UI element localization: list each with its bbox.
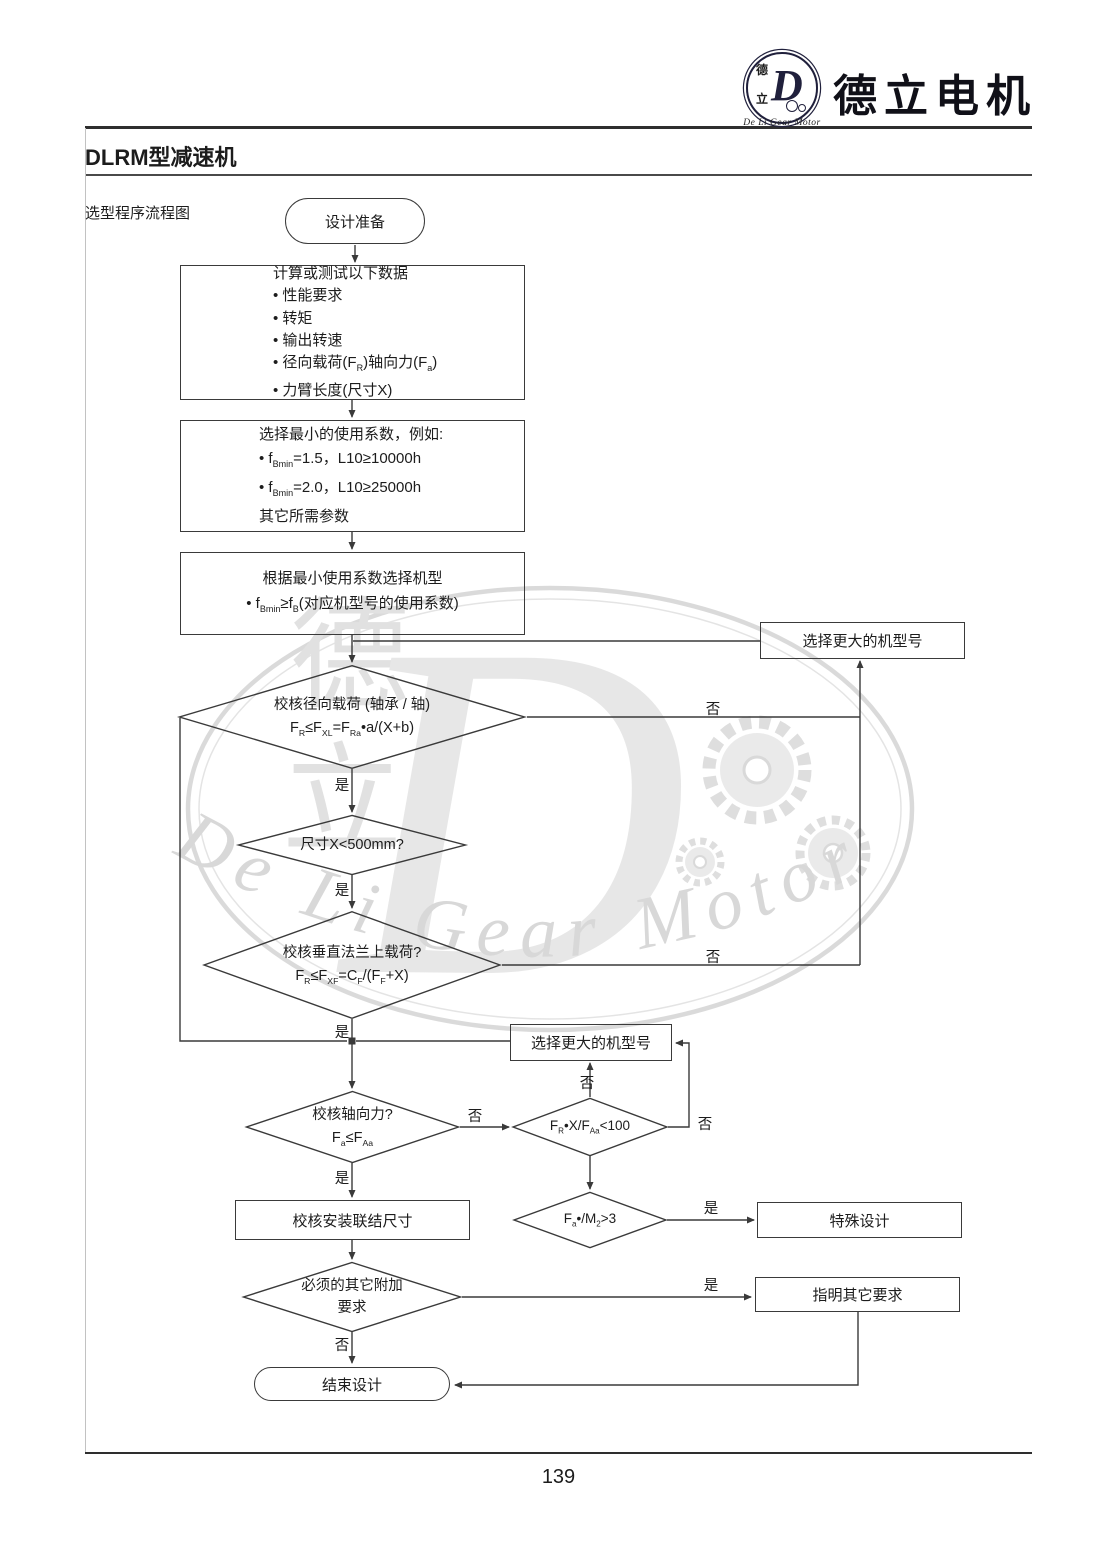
end-label: 结束设计	[321, 1376, 382, 1394]
label-no-ratio-up: 否	[579, 1076, 595, 1092]
diamond-line: Fa≤FAa	[331, 1129, 374, 1148]
box-line: • 转矩	[273, 309, 313, 327]
label-yes-moment: 是	[703, 1201, 719, 1217]
start-label: 设计准备	[324, 213, 385, 231]
left-margin-line	[85, 128, 86, 1452]
brand-logo: 德 立 D	[746, 52, 818, 124]
box-line: 选择最小的使用系数，例如:	[259, 426, 444, 443]
box-line: 特殊设计	[829, 1212, 890, 1230]
footer-rule	[85, 1452, 1032, 1454]
box-line: 选择更大的机型号	[802, 633, 923, 650]
data-requirements-box: 计算或测试以下数据 • 性能要求 • 转矩 • 输出转速 • 径向载荷(FR)轴…	[180, 265, 525, 400]
box-line: • 力臂长度(尺寸X)	[273, 381, 393, 399]
diamond-line: 要求	[337, 1300, 367, 1316]
label-yes-flange: 是	[334, 1025, 350, 1041]
model-selection-box: 根据最小使用系数选择机型 • fBmin≥fB(对应机型号的使用系数)	[180, 552, 525, 635]
diamond-line: 校核径向载荷 (轴承 / 轴)	[273, 697, 431, 714]
watermark-gear-small	[675, 837, 725, 887]
diamond-line: 尺寸X<500mm?	[300, 836, 404, 853]
label-no-ratio-side: 否	[697, 1117, 713, 1133]
box-line: 选择更大的机型号	[530, 1035, 651, 1052]
page-title: DLRM型减速机	[85, 145, 237, 170]
page-number: 139	[541, 1466, 576, 1488]
box-line: • 径向载荷(FR)轴向力(Fa)	[273, 354, 438, 374]
start-node: 设计准备	[285, 198, 425, 244]
diamond-line: FR≤FXF=CF/(FF+X)	[295, 967, 409, 986]
title-rule	[85, 174, 1032, 176]
box-line: • fBmin≥fB(对应机型号的使用系数)	[246, 594, 459, 614]
other-requirements-diamond: 必须的其它附加 要求	[242, 1262, 462, 1332]
flange-load-diamond: 校核垂直法兰上载荷? FR≤FXF=CF/(FF+X)	[202, 911, 502, 1019]
label-no-other: 否	[334, 1338, 350, 1354]
axial-force-diamond: 校核轴向力? Fa≤FAa	[245, 1091, 460, 1163]
box-line: • 输出转速	[273, 332, 343, 349]
section-label: 选型程序流程图	[85, 205, 191, 222]
specify-requirements-box: 指明其它要求	[755, 1277, 960, 1312]
size-x-diamond: 尺寸X<500mm?	[237, 815, 467, 875]
brand-name: 德立电机	[833, 72, 1037, 121]
label-yes-axial: 是	[334, 1171, 350, 1187]
box-line: 根据最小使用系数选择机型	[262, 569, 443, 587]
diamond-line: 必须的其它附加	[301, 1277, 403, 1294]
diamond-line: 校核轴向力?	[312, 1107, 393, 1124]
label-no-axial: 否	[467, 1109, 483, 1125]
logo-gear-icon	[786, 100, 798, 112]
special-design-box: 特殊设计	[757, 1202, 962, 1238]
logo-caption: De Li Gear Motor	[743, 118, 821, 128]
watermark-gear-medium	[795, 815, 871, 891]
label-yes-radial: 是	[334, 778, 350, 794]
box-line: 计算或测试以下数据	[273, 264, 409, 282]
label-no-radial: 否	[705, 702, 721, 718]
watermark-gear-large	[702, 715, 812, 825]
select-larger-model-box-mid: 选择更大的机型号	[510, 1024, 672, 1061]
diamond-line: FR≤FXL=FRa•a/(X+b)	[289, 719, 415, 738]
logo-char-bottom: 立	[756, 92, 769, 106]
diamond-line: FR•X/FAa<100	[549, 1117, 631, 1136]
radial-load-diamond: 校核径向载荷 (轴承 / 轴) FR≤FXL=FRa•a/(X+b)	[177, 665, 527, 769]
box-line: • 性能要求	[273, 287, 343, 305]
box-line: 其它所需参数	[259, 508, 350, 525]
diamond-line: Fa•/M2>3	[563, 1210, 617, 1229]
mounting-check-box: 校核安装联结尺寸	[235, 1200, 470, 1240]
service-factor-box: 选择最小的使用系数，例如: • fBmin=1.5，L10≥10000h • f…	[180, 420, 525, 532]
label-yes-size: 是	[334, 883, 350, 899]
box-line: 校核安装联结尺寸	[292, 1212, 413, 1230]
box-line: 指明其它要求	[812, 1287, 903, 1304]
label-no-flange: 否	[705, 950, 721, 966]
logo-char-top: 德	[756, 63, 769, 77]
frx-ratio-diamond: FR•X/FAa<100	[512, 1098, 668, 1156]
label-yes-other: 是	[703, 1278, 719, 1294]
diamond-line: 校核垂直法兰上载荷?	[282, 945, 422, 962]
end-node: 结束设计	[254, 1367, 450, 1401]
select-larger-model-box-top: 选择更大的机型号	[760, 622, 965, 659]
box-line: • fBmin=1.5，L10≥10000h	[259, 450, 422, 469]
box-line: • fBmin=2.0，L10≥25000h	[259, 479, 422, 498]
header-rule	[85, 126, 1032, 129]
logo-gear-small-icon	[798, 104, 806, 112]
fam-ratio-diamond: Fa•/M2>3	[513, 1192, 667, 1248]
